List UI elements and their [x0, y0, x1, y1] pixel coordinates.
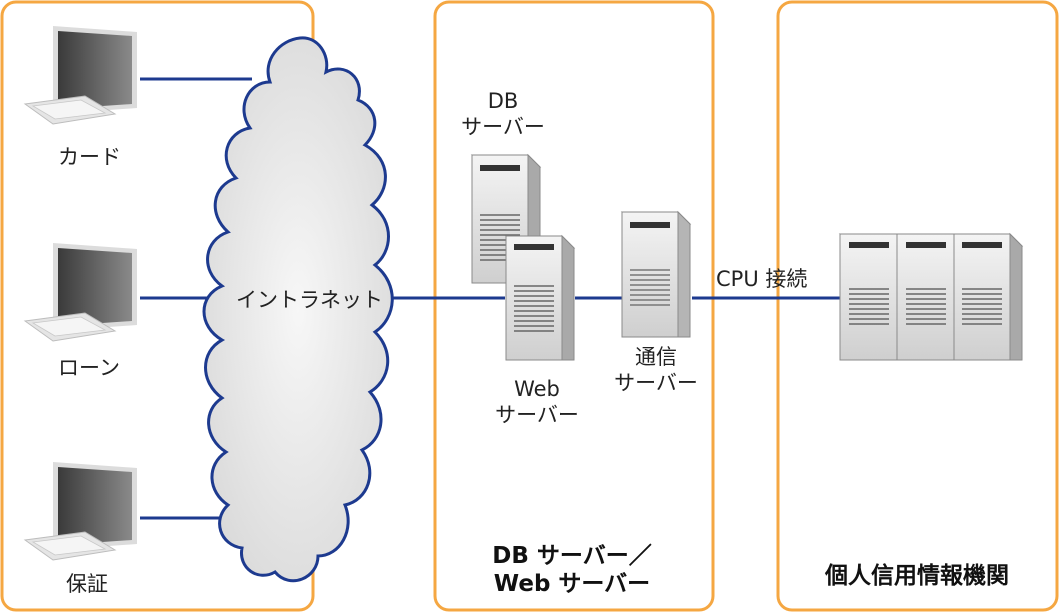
- middle-zone-title-line2: Web サーバー: [493, 571, 651, 597]
- cpu-connection-label: CPU 接続: [716, 267, 808, 291]
- web-server-label-line1: Web: [514, 377, 560, 401]
- intranet-cloud: [202, 36, 394, 583]
- right-zone-frame: [776, 0, 1059, 612]
- credit-bureau-server-icon: [838, 232, 1024, 361]
- computer-icon: [23, 243, 137, 342]
- terminal-label-loan: ローン: [58, 356, 120, 380]
- web-server-label-line2: サーバー: [495, 403, 579, 427]
- middle-zone-title: DB サーバー／ Web サーバー: [492, 542, 651, 598]
- comm-server-label-line2: サーバー: [614, 371, 698, 395]
- middle-zone-frame: [433, 0, 715, 612]
- computer-icon: [23, 26, 137, 125]
- computer-icon: [23, 462, 137, 561]
- comm-server-label: 通信 サーバー: [614, 344, 698, 396]
- web-server-icon: [504, 234, 576, 361]
- intranet-label: イントラネット: [236, 288, 383, 312]
- comm-server-icon: [620, 210, 692, 338]
- terminal-label-card: カード: [58, 145, 121, 169]
- db-server-label: DB サーバー: [461, 88, 545, 140]
- web-server-label: Web サーバー: [495, 376, 579, 428]
- db-server-label-line2: サーバー: [461, 115, 545, 139]
- middle-zone-title-line1: DB サーバー／: [492, 543, 652, 569]
- right-zone-title: 個人信用情報機関: [825, 563, 1009, 589]
- db-server-label-line1: DB: [487, 89, 519, 113]
- terminal-label-guarantee: 保証: [66, 572, 108, 596]
- comm-server-label-line1: 通信: [634, 345, 677, 369]
